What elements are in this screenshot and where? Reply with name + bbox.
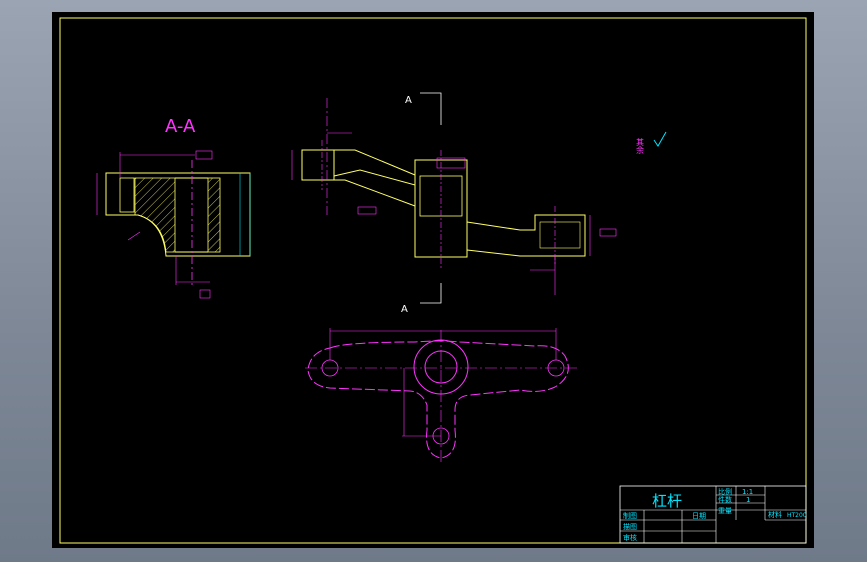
top-view [305,328,580,465]
title-block: 杠杆 比例 1:1 件数 1 重量 材料 HT200 制图 日期 描图 审核 [619,485,807,544]
section-view: A-A [96,116,251,299]
drawing-border [59,17,807,544]
weight-label: 重量 [718,507,732,515]
view-marker-top: A [405,95,412,106]
roughness-symbol-icon [653,131,667,147]
checker-label: 审核 [623,533,637,542]
drawing-canvas[interactable] [52,12,814,548]
front-view: A A [291,92,617,315]
view-marker-bottom: A [401,304,408,315]
drawn-label: 制图 [623,511,637,520]
qty-label: 件数 [718,495,732,504]
roughness-note-text: 其余 [636,138,645,155]
section-label: A-A [165,116,196,137]
roughness-note: 其余 [636,131,667,155]
qty-value: 1 [746,496,750,504]
part-name: 杠杆 [652,492,682,510]
designer-label: 描图 [623,522,637,531]
material-label: 材料 [768,510,782,519]
material-value: HT200 [787,512,807,519]
scale-label: 比例 [718,487,732,496]
scale-value: 1:1 [742,488,753,496]
date-label: 日期 [692,512,706,520]
